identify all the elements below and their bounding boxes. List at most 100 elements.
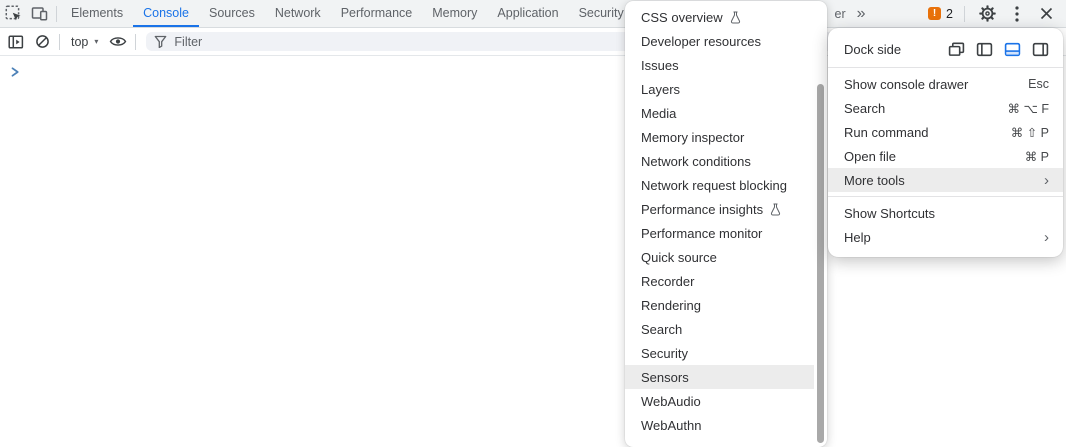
toolbar-divider (56, 5, 57, 22)
submenu-item-search[interactable]: Search (625, 317, 814, 341)
show-console-sidebar-button[interactable] (3, 29, 29, 55)
block-icon (35, 35, 49, 48)
dock-bottom-icon[interactable] (1004, 42, 1021, 57)
clear-console-button[interactable] (29, 29, 55, 55)
menu-item-label: Show Shortcuts (844, 205, 936, 221)
dock-side-row: Dock side (828, 35, 1063, 63)
tab-console[interactable]: Console (133, 0, 199, 27)
submenu-item-label: Media (641, 105, 677, 121)
tab-security[interactable]: Security (578, 5, 624, 20)
dock-side-label: Dock side (844, 41, 902, 57)
dock-right-icon[interactable] (1032, 42, 1049, 57)
submenu-item-label: Search (641, 321, 683, 337)
submenu-item-quick-source[interactable]: Quick source (625, 245, 814, 269)
close-icon (1040, 7, 1052, 20)
close-devtools-button[interactable] (1036, 1, 1056, 27)
submenu-item-label: CSS overview (641, 9, 723, 25)
submenu-item-performance-monitor[interactable]: Performance monitor (625, 221, 814, 245)
menu-item-shortcut: Esc (1028, 77, 1049, 91)
submenu-item-label: Sensors (641, 369, 689, 385)
toolbar-divider (135, 33, 137, 50)
javascript-context-selector[interactable]: top ▾ (64, 35, 105, 49)
eye-icon (110, 37, 127, 46)
menu-item-label: More tools (844, 172, 905, 188)
submenu-item-webauthn[interactable]: WebAuthn (625, 413, 814, 437)
submenu-item-label: Quick source (641, 249, 717, 265)
inspect-cursor-icon (5, 5, 21, 21)
submenu-item-label: Layers (641, 81, 681, 97)
submenu-item-network-conditions[interactable]: Network conditions (625, 149, 814, 173)
submenu-item-label: Performance monitor (641, 225, 763, 241)
submenu-scrollbar-thumb[interactable] (817, 84, 824, 443)
issues-count: 2 (946, 6, 953, 21)
submenu-item-css-overview[interactable]: CSS overview (625, 5, 814, 29)
inspect-element-button[interactable] (0, 1, 26, 27)
undock-icon[interactable] (948, 42, 965, 57)
submenu-item-label: Recorder (641, 273, 695, 289)
menu-item-search[interactable]: Search⌘ ⌥ F (828, 96, 1063, 120)
dock-left-icon[interactable] (976, 42, 993, 57)
menu-item-shortcut: ⌘ ⌥ F (1007, 101, 1050, 116)
three-dot-menu-icon (1015, 5, 1019, 22)
filter-funnel-icon (155, 35, 167, 48)
tab-application[interactable]: Application (497, 5, 559, 20)
issues-counter[interactable]: ! 2 (928, 7, 953, 21)
menu-item-show-shortcuts[interactable]: Show Shortcuts (828, 201, 1063, 225)
gear-icon (978, 5, 996, 22)
more-tabs-icon[interactable]: » (856, 4, 866, 22)
menu-item-run-command[interactable]: Run command⌘ ⇧ P (828, 120, 1063, 144)
submenu-item-sensors[interactable]: Sensors (625, 365, 814, 389)
submenu-item-media[interactable]: Media (625, 101, 814, 125)
hidden-tab-fragment: er (834, 6, 846, 21)
submenu-item-label: Security (641, 345, 688, 361)
submenu-item-issues[interactable]: Issues (625, 53, 814, 77)
tab-memory[interactable]: Memory (432, 5, 478, 20)
devtools-tab-bar: Elements Console Sources Network Performance… (0, 0, 1066, 28)
submenu-item-label: WebAuthn (641, 417, 702, 433)
submenu-item-recorder[interactable]: Recorder (625, 269, 814, 293)
tab-performance[interactable]: Performance (340, 5, 413, 20)
toolbar-divider (59, 33, 60, 50)
create-live-expression-button[interactable] (105, 29, 131, 55)
toolbar-divider (964, 5, 965, 22)
experimental-flask-icon (730, 10, 740, 24)
submenu-item-security[interactable]: Security (625, 341, 814, 365)
submenu-item-performance-insights[interactable]: Performance insights (625, 197, 814, 221)
menu-item-open-file[interactable]: Open file ⌘ P (828, 144, 1063, 168)
submenu-item-network-request-blocking[interactable]: Network request blocking (625, 173, 814, 197)
submenu-item-memory-inspector[interactable]: Memory inspector (625, 125, 814, 149)
submenu-item-label: Network conditions (641, 153, 751, 169)
menu-item-shortcut: ⌘ P (1024, 149, 1049, 164)
tab-elements[interactable]: Elements (71, 5, 124, 20)
submenu-item-label: Rendering (641, 297, 701, 313)
experimental-flask-icon (771, 202, 781, 216)
console-prompt-icon (11, 64, 20, 82)
menu-item-label: Run command (844, 124, 929, 140)
submenu-item-rendering[interactable]: Rendering (625, 293, 814, 317)
submenu-item-layers[interactable]: Layers (625, 77, 814, 101)
settings-button[interactable] (976, 1, 998, 27)
console-sidebar-icon (8, 34, 24, 49)
submenu-item-developer-resources[interactable]: Developer resources (625, 29, 814, 53)
context-label: top (71, 34, 89, 49)
submenu-item-label: Developer resources (641, 33, 761, 49)
tab-bar-right-controls: er » ! 2 (835, 1, 1066, 27)
menu-item-label: Open file (844, 148, 897, 164)
menu-item-help[interactable]: Help› (828, 225, 1063, 249)
menu-item-more-tools[interactable]: More tools › (828, 168, 1063, 192)
tab-network[interactable]: Network (274, 5, 321, 20)
submenu-item-label: Performance insights (641, 201, 764, 217)
tab-sources[interactable]: Sources (208, 5, 255, 20)
panel-tabs: Elements Console Sources Network Performance… (61, 0, 634, 27)
device-toolbar-icon (31, 7, 47, 21)
dock-side-options (948, 42, 1049, 57)
device-toolbar-button[interactable] (26, 1, 52, 27)
submenu-item-webaudio[interactable]: WebAudio (625, 389, 814, 413)
main-menu-button[interactable] (1009, 1, 1025, 27)
menu-item-label: Help (844, 229, 871, 245)
chevron-right-icon: › (1044, 171, 1049, 189)
